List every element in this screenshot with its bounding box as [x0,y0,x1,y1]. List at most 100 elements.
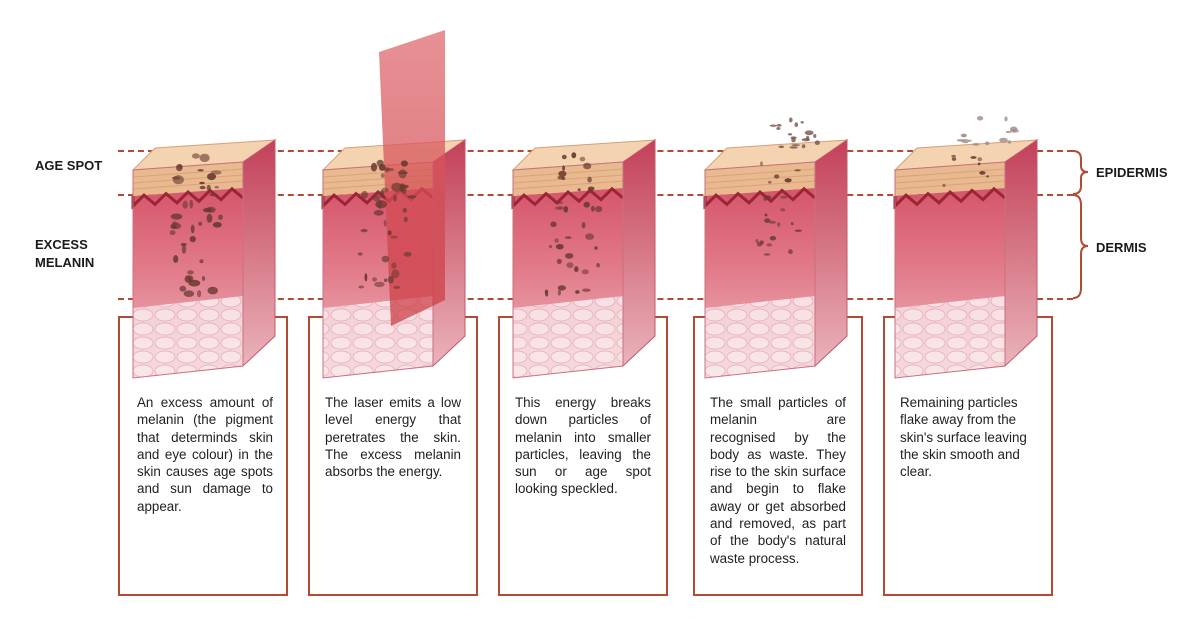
melanin-flake [1010,128,1019,133]
melanin-particle [372,277,378,282]
melanin-flake [778,145,785,149]
melanin-particle [172,175,184,185]
melanin-particle [383,219,387,227]
melanin-flake [814,140,820,145]
epidermis-stripe [132,174,244,184]
epidermis-stripe [512,168,624,178]
melanin-particle [206,213,213,223]
melanin-particle [763,197,767,201]
melanin-flake [956,139,965,142]
melanin-particle [784,178,792,183]
melanin-particle [187,270,194,275]
melanin-particle [381,255,390,263]
melanin-particle [370,162,378,172]
melanin-particle [189,199,194,209]
melanin-particle [585,233,595,240]
age-spot-label: AGE SPOT [35,158,103,173]
skin-block-4 [703,117,849,379]
melanin-particle [218,214,223,220]
melanin-particle [393,195,397,202]
melanin-particle [768,180,772,184]
melanin-particle [977,157,983,162]
melanin-particle [205,206,216,213]
melanin-particle [178,164,183,169]
melanin-particle [189,236,196,243]
skin-block-2 [321,30,467,379]
melanin-particle [794,229,802,232]
melanin-particle [372,195,381,202]
melanin-particle [555,243,564,250]
melanin-particle [549,245,552,249]
melanin-particle [199,259,204,264]
melanin-particle [970,156,977,159]
melanin-particle [375,200,387,209]
melanin-particle [942,183,946,188]
melanin-flake [787,133,793,136]
melanin-particle [768,220,776,224]
melanin-particle [558,170,567,177]
melanin-flake [804,130,814,136]
melanin-particle [556,258,562,265]
melanin-particle [595,206,603,213]
melanin-particle [198,221,203,226]
melanin-flake [1004,116,1008,122]
melanin-particle [561,154,567,160]
melanin-particle [376,159,384,166]
melanin-particle [173,255,179,263]
melanin-particle [207,173,216,181]
skin-side-face [814,139,848,368]
melanin-flake [794,122,799,128]
melanin-particle [384,168,395,171]
melanin-particle [387,230,392,236]
step-1-description: An excess amount of melanin (the pigment… [137,395,273,514]
melanin-particle [214,185,219,189]
hypodermis-layer [895,296,1005,378]
epidermis-stripe [704,180,816,190]
dermal-junction [703,186,816,210]
skin-block-5 [893,116,1039,379]
melanin-particle [951,154,956,158]
hypodermis-layer [133,296,243,378]
melanin-particle [977,162,981,166]
melanin-particle [400,160,408,167]
melanin-particle [562,165,565,171]
melanin-particle [554,238,559,243]
melanin-particle [575,290,580,294]
melanin-particle [403,251,412,257]
melanin-particle [374,281,385,288]
melanin-particle [383,278,388,283]
melanin-particle [197,290,202,298]
melanin-particle [557,285,566,291]
melanin-particle [212,222,222,228]
skin-side-face [622,139,656,368]
melanin-particle [190,224,195,234]
melanin-particle [566,262,574,268]
melanin-particle [564,236,572,240]
dermis-brace [1072,194,1089,299]
melanin-flake [813,134,817,138]
melanin-particle [764,218,771,223]
melanin-flake [984,141,990,146]
melanin-particle [181,244,187,254]
melanin-flake [789,117,793,123]
epidermis-stripe [132,168,244,178]
melanin-particle [760,161,763,166]
melanin-particle [188,279,201,287]
melanin-flake [791,144,801,147]
melanin-particle [170,225,177,229]
melanin-flake [801,144,806,149]
block-outline [132,161,244,379]
skin-block-3 [511,139,657,379]
melanin-particle [206,184,211,192]
melanin-particle [380,173,385,178]
melanin-particle [209,193,219,197]
melanin-particle [594,246,598,250]
melanin-particle [402,208,407,213]
excess-melanin-label-line-1: EXCESS [35,237,88,252]
melanin-particle [390,235,398,239]
melanin-flake [800,121,804,124]
epidermis-brace [1072,150,1089,195]
hypodermis-layer [705,296,815,378]
melanin-particle [544,289,549,295]
melanin-particle [794,169,801,172]
